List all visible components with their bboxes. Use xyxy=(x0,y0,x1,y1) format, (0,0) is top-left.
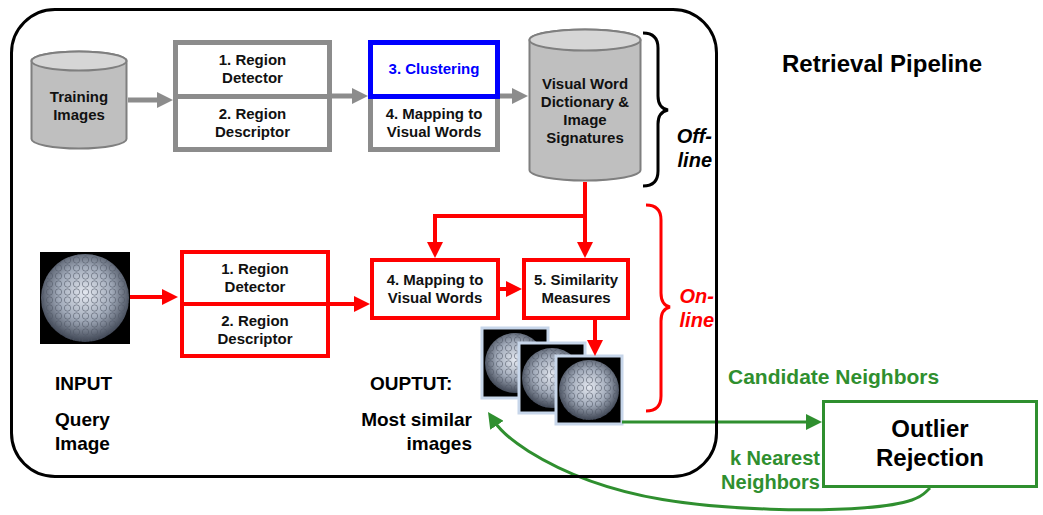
process-box: 4. Mapping to Visual Words xyxy=(370,258,500,320)
process-box-section: 1. Region Detector xyxy=(180,250,330,306)
output-label: OUPTUT: xyxy=(370,372,470,396)
pipeline-frame: INPUT Query Image OUPTUT: Most similar imag… xyxy=(10,8,718,478)
box-label: 4. Mapping to Visual Words xyxy=(383,271,487,307)
connector xyxy=(500,287,516,291)
box-label: 2. Region Descriptor xyxy=(208,312,303,348)
cylinder-label: Visual Word Dictionary & Image Signature… xyxy=(539,75,631,147)
connector xyxy=(435,182,585,252)
input-caption: Query Image xyxy=(55,408,130,456)
cylinder-body xyxy=(32,52,127,149)
process-box: 3. Clustering 4. Mapping to Visual Words xyxy=(368,40,500,152)
edge-label: Candidate Neighbors xyxy=(728,364,958,389)
box-label: 1. Region Detector xyxy=(208,260,303,296)
process-box: 5. Similarity Measures xyxy=(522,258,630,320)
image-texture xyxy=(41,254,129,342)
input-arrow xyxy=(130,295,172,299)
connector xyxy=(583,182,587,252)
diagram-title: Retrieval Pipeline xyxy=(782,50,982,78)
box-label: 4. Mapping to Visual Words xyxy=(382,105,486,141)
process-box: 1. Region Detector 2. Region Descriptor xyxy=(180,250,330,358)
box-label: 5. Similarity Measures xyxy=(532,271,620,307)
process-box-section: 4. Mapping to Visual Words xyxy=(368,94,500,153)
box-label: 3. Clustering xyxy=(389,60,480,78)
connector xyxy=(332,94,362,99)
image-frame xyxy=(40,252,130,344)
database-cylinder: Visual Word Dictionary & Image Signature… xyxy=(528,28,642,182)
box-label: 2. Region Descriptor xyxy=(205,105,300,141)
image-frame xyxy=(556,356,622,424)
image-lens xyxy=(41,254,129,342)
result-image-stack xyxy=(482,328,622,424)
cylinder-body xyxy=(530,30,641,181)
process-box-section: 2. Region Descriptor xyxy=(173,94,332,153)
cylinder-top xyxy=(530,30,641,51)
process-box-section: 1. Region Detector xyxy=(173,40,332,99)
offline-label: Off-line xyxy=(664,124,712,172)
cylinder-label: Training Images xyxy=(39,88,119,124)
process-box-section: 3. Clustering xyxy=(368,40,500,99)
edge-label: k Nearest Neighbors xyxy=(714,446,820,494)
process-box: Outlier Rejection xyxy=(822,400,1038,488)
online-label: On-line xyxy=(666,284,714,332)
image-texture xyxy=(559,360,619,420)
connector xyxy=(128,98,167,103)
offline-bracket xyxy=(643,33,668,186)
output-arrow xyxy=(593,320,597,350)
box-label: 1. Region Detector xyxy=(205,51,300,87)
candidate-lead xyxy=(622,421,718,424)
cylinder-top xyxy=(32,52,127,71)
input-label: INPUT xyxy=(55,372,145,396)
output-caption: Most similar images xyxy=(328,408,472,456)
query-image xyxy=(40,252,130,344)
box-label: Outlier Rejection xyxy=(855,415,1005,473)
process-box: 1. Region Detector 2. Region Descriptor xyxy=(173,40,332,152)
online-bracket xyxy=(646,205,670,411)
process-box-section: 2. Region Descriptor xyxy=(180,302,330,358)
image-lens xyxy=(559,360,619,420)
connector xyxy=(500,94,522,99)
database-cylinder: Training Images xyxy=(30,50,128,150)
connector xyxy=(330,302,364,306)
connector xyxy=(718,421,816,424)
